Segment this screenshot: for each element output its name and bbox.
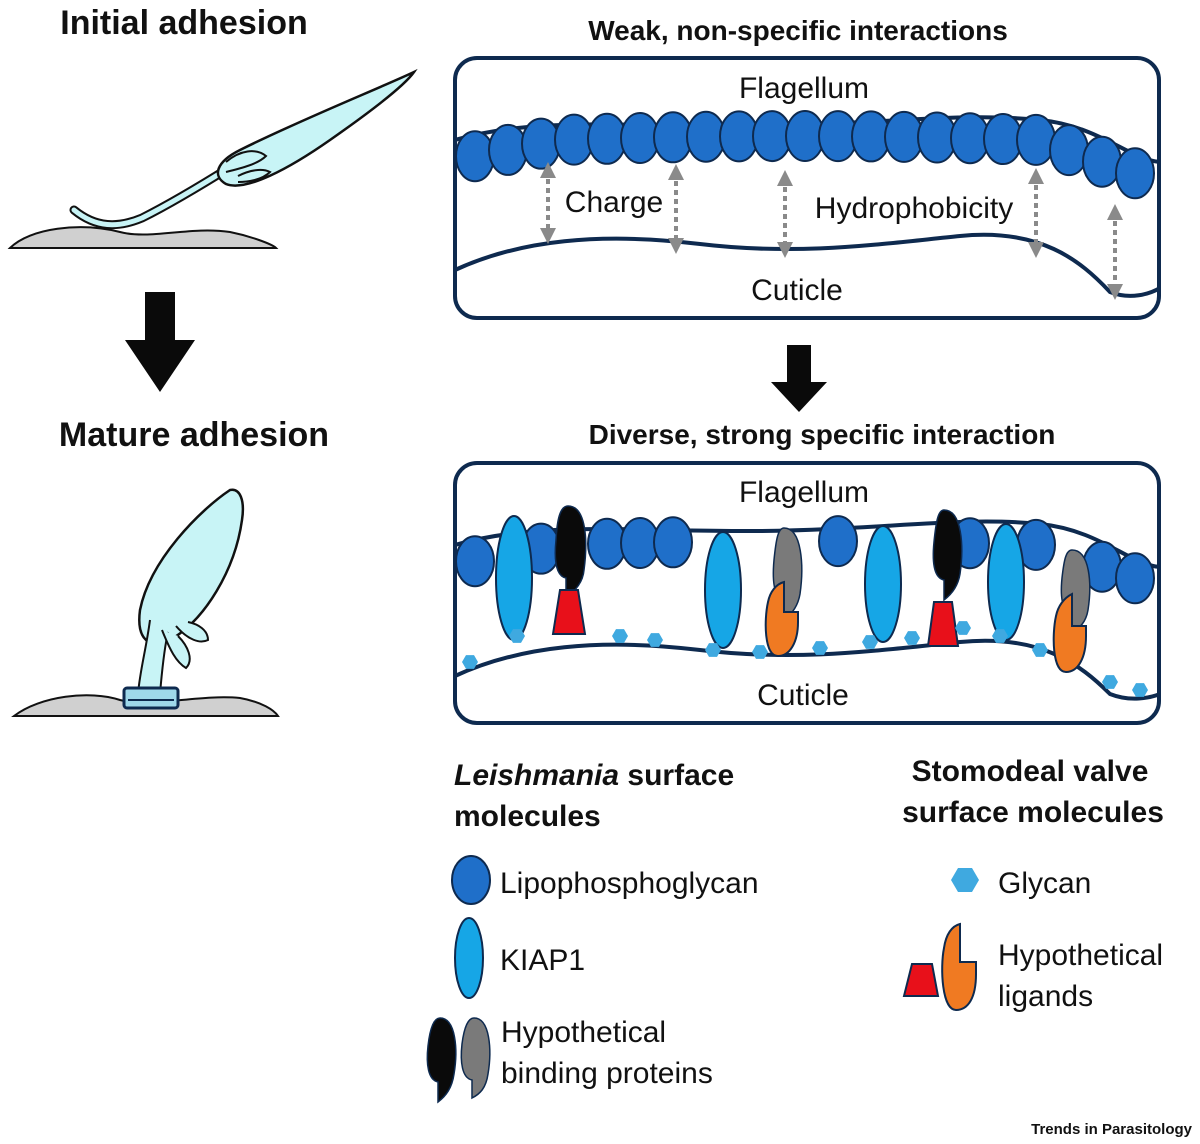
- glycan: [955, 621, 971, 635]
- glycan: [647, 633, 663, 647]
- lpg-molecule: [1115, 552, 1155, 605]
- legend-binding-black-icon: [426, 1017, 457, 1104]
- legend-binding-gray-icon: [460, 1017, 491, 1100]
- legend-lpg-label: Lipophosphoglycan: [500, 867, 759, 900]
- ligand-orange-1: [764, 580, 799, 658]
- legend-lpg-icon: [451, 855, 491, 905]
- legend-right-title-line2: surface molecules: [902, 796, 1164, 829]
- glycan: [1132, 683, 1148, 697]
- hypothetical-ligands: [551, 580, 1087, 674]
- ligand-red-2: [926, 601, 960, 647]
- lpg-molecule: [1082, 135, 1122, 188]
- flagellum-initial: [69, 161, 237, 230]
- mature-adhesion-illustration: [11, 488, 280, 717]
- mature-adhesion-title: Mature adhesion: [59, 416, 329, 454]
- legend: Leishmania surface molecules Stomodeal v…: [426, 755, 1164, 1104]
- lpg-molecule: [653, 516, 693, 569]
- glycan: [904, 631, 920, 645]
- legend-ligands-label-line1: Hypothetical: [998, 939, 1163, 972]
- substrate-initial: [7, 226, 279, 249]
- legend-left-title-line2: molecules: [454, 800, 601, 833]
- lpg-molecule: [1016, 113, 1056, 166]
- lpg-molecule: [1115, 147, 1155, 200]
- glycan-molecules: [462, 621, 1148, 697]
- kiap1-molecules: [495, 515, 1025, 649]
- legend-ligands-label-line2: ligands: [998, 980, 1093, 1013]
- glycan: [812, 641, 828, 655]
- glycan: [1102, 675, 1118, 689]
- legend-kiap1-label: KIAP1: [500, 944, 585, 977]
- lpg-molecule: [455, 130, 495, 183]
- kiap1-2: [704, 531, 742, 649]
- initial-adhesion-title: Initial adhesion: [60, 4, 307, 42]
- cell-body-initial: [216, 68, 418, 187]
- glycan: [509, 629, 525, 643]
- attachment-plaque: [122, 686, 180, 710]
- cell-body-mature: [138, 488, 245, 645]
- legend-binding-label-line2: binding proteins: [501, 1057, 713, 1090]
- top-panel-title: Weak, non-specific interactions: [588, 15, 1008, 46]
- down-arrow-left: [125, 292, 195, 392]
- legend-right-title-line1: Stomodeal valve: [912, 755, 1149, 788]
- glycan: [992, 629, 1008, 643]
- lpg-molecule: [1049, 124, 1089, 177]
- glycan: [752, 645, 768, 659]
- kiap1-4: [987, 523, 1025, 641]
- lpg-molecule: [488, 123, 528, 176]
- top-lpg-row: [455, 110, 1155, 200]
- ligand-red-1: [551, 589, 587, 635]
- legend-glycan-icon: [951, 868, 979, 892]
- lpg-molecule: [455, 535, 495, 588]
- top-flagellum-label: Flagellum: [739, 72, 869, 105]
- top-panel: Flagellum Cuticle Charge Hydrophobicity: [453, 56, 1161, 320]
- legend-left-title: Leishmania surface: [454, 759, 734, 792]
- legend-kiap1-icon: [454, 917, 484, 999]
- glycan: [705, 643, 721, 657]
- down-arrow-right: [771, 345, 827, 412]
- initial-adhesion-illustration: [7, 68, 418, 249]
- lpg-molecule: [818, 515, 858, 568]
- kiap1-3: [864, 525, 902, 643]
- bottom-flagellum-label: Flagellum: [739, 476, 869, 509]
- hydrophobicity-label: Hydrophobicity: [815, 192, 1013, 225]
- legend-left-title-rest: surface: [619, 759, 734, 792]
- legend-binding-label-line1: Hypothetical: [501, 1016, 666, 1049]
- legend-left-title-italic: Leishmania: [454, 759, 619, 792]
- glycan: [462, 655, 478, 669]
- glycan: [862, 635, 878, 649]
- bottom-panel-title: Diverse, strong specific interaction: [589, 419, 1056, 450]
- kiap1-1: [495, 515, 533, 641]
- charge-label: Charge: [565, 186, 663, 219]
- bottom-panel: Flagellum Cuticle: [453, 461, 1161, 725]
- bottom-cuticle-membrane: [455, 638, 1159, 701]
- glycan: [1032, 643, 1048, 657]
- legend-ligand-red-icon: [902, 963, 940, 997]
- legend-ligand-orange-icon: [941, 922, 977, 1012]
- journal-credit: Trends in Parasitology: [1031, 1121, 1193, 1138]
- glycan: [612, 629, 628, 643]
- ligand-orange-2: [1052, 592, 1087, 674]
- top-cuticle-label: Cuticle: [751, 274, 843, 307]
- binding-protein-black-2: [932, 509, 963, 602]
- legend-glycan-label: Glycan: [998, 867, 1091, 900]
- bottom-cuticle-label: Cuticle: [757, 679, 849, 712]
